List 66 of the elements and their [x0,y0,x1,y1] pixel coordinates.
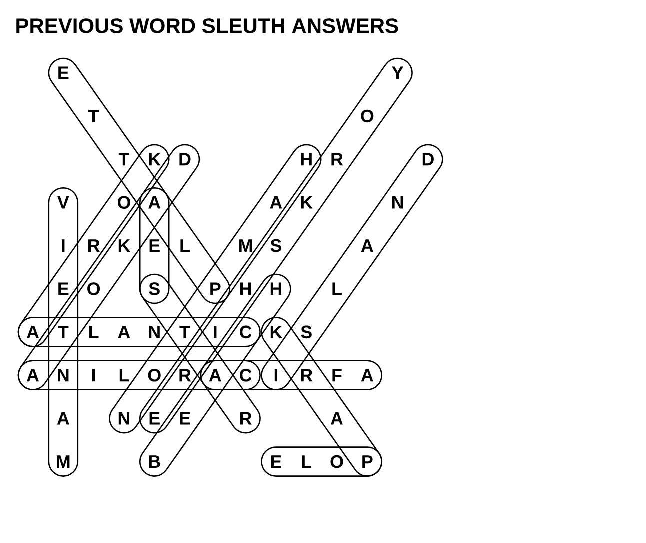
grid-letter: L [120,369,130,382]
grid-letter: I [92,369,96,382]
grid-letter: A [26,369,40,382]
grid-letter: T [58,326,69,338]
grid-letter: E [58,282,69,296]
grid-letter: K [301,196,313,209]
grid-letter: E [150,412,160,425]
grid-letter: K [149,153,161,166]
grid-letter: R [301,369,313,382]
grid-letter: A [361,369,374,382]
grid-letter: A [148,196,161,209]
grid-letter: L [180,240,190,252]
grid-letter: L [332,282,342,296]
grid-letter: N [149,326,160,338]
grid-letter: L [302,456,312,468]
grid-letter: R [332,153,344,166]
grid-letter: E [58,66,69,80]
grid-letter: K [118,240,131,252]
grid-letter: C [240,326,252,339]
grid-letter: D [422,153,434,166]
grid-letter: R [88,240,100,252]
grid-letter: I [62,240,65,252]
grid-letter: I [214,326,217,338]
grid-letter: T [180,326,190,338]
grid-letter: F [332,369,342,382]
grid-letter: M [57,456,70,468]
grid-letter: E [180,412,190,425]
grid-letter: S [301,326,312,339]
grid-letter: K [270,326,283,338]
grid-letter: O [361,110,374,123]
grid-letter: Y [392,66,404,80]
grid-letter: V [58,196,70,209]
grid-letter: R [180,369,192,382]
grid-letter: P [362,456,373,468]
grid-letter: A [57,412,70,425]
grid-letter: T [118,153,130,166]
grid-letter: L [90,326,99,338]
grid-letter: E [271,456,282,468]
grid-letter: E [150,240,160,252]
grid-letter: D [180,153,191,166]
grid-letter: O [148,369,161,382]
grid-letter: I [274,369,278,382]
grid-letter: O [330,455,344,468]
grid-letter: N [118,412,130,425]
grid-letter: A [26,326,40,338]
grid-letter: H [301,153,312,166]
grid-letter: A [209,369,222,382]
grid-letter: B [149,456,160,468]
grid-letter: R [240,412,252,425]
grid-letter: A [330,412,344,425]
grid-letter: H [240,282,252,296]
grid-letter: A [270,196,282,209]
page-title: PREVIOUS WORD SLEUTH ANSWERS [16,18,398,34]
grid-letter: A [361,240,374,252]
grid-letter: M [240,240,252,252]
grid-letter: N [58,369,69,382]
grid-letter: N [392,196,404,209]
grid-letter: H [270,282,282,296]
grid-letter: T [88,110,100,122]
grid-letter: O [118,196,130,209]
grid-letter: P [210,282,221,296]
grid-letter: C [240,369,252,382]
grid-letter: S [149,282,160,296]
grid-letter: A [118,326,130,338]
grid-letter: O [88,282,100,296]
grid-letter: S [270,239,282,252]
